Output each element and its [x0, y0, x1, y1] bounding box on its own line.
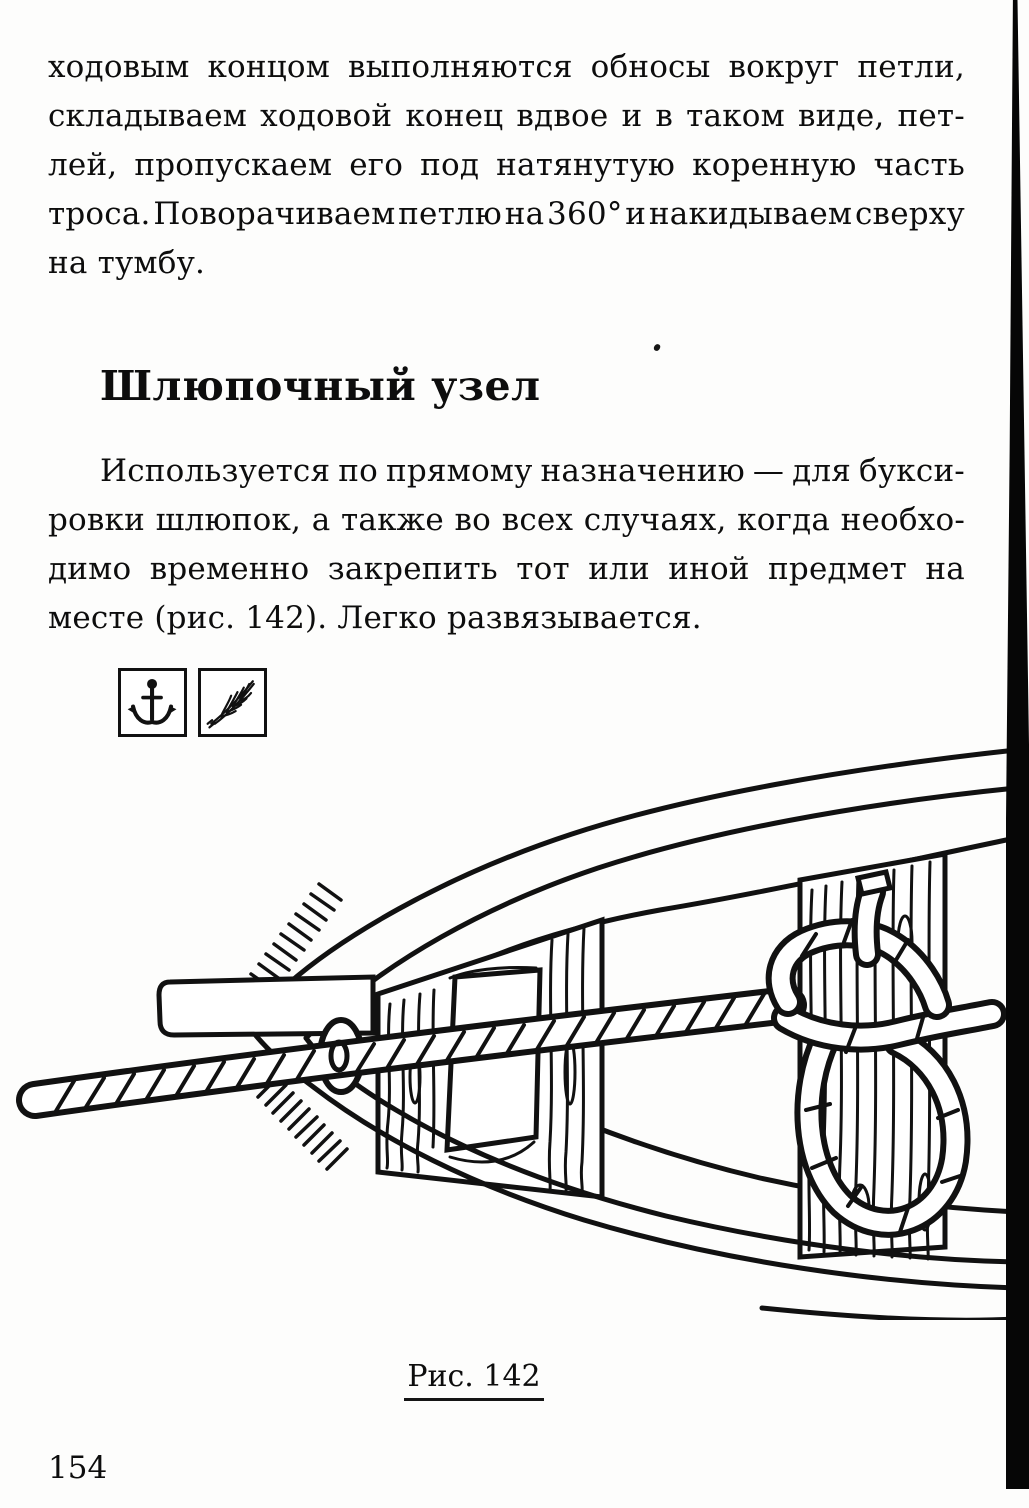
scan-speck [652, 343, 662, 352]
section-heading: Шлюпочный узел [100, 362, 541, 410]
boat-bow-knot-drawing [16, 747, 1019, 1323]
figure-142-illustration [0, 742, 1029, 1323]
scan-gutter-shadow [1006, 0, 1029, 1489]
text-line: месте (рис. 142). Легко развязывается. [48, 600, 702, 636]
page-number: 154 [48, 1450, 108, 1486]
feather-symbol-box [198, 668, 267, 737]
figure-caption: Рис. 142 [404, 1358, 544, 1401]
anchor-icon [127, 678, 177, 725]
text-line: на тумбу. [48, 245, 206, 281]
knot-category-symbols [118, 668, 267, 737]
feather-icon [206, 680, 255, 729]
anchor-symbol-box [118, 668, 187, 737]
figure-caption-text: Рис. 142 [407, 1359, 541, 1394]
